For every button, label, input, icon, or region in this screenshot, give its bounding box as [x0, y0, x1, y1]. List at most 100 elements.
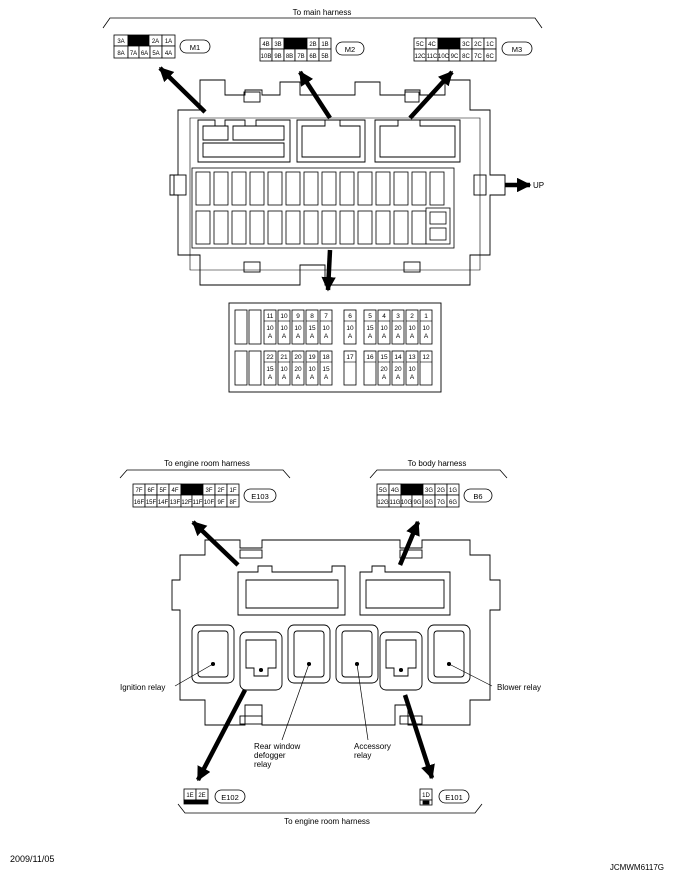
- fuse-rating: 15: [322, 366, 330, 373]
- fuse-unit: A: [382, 374, 387, 381]
- fuse-slot: [305, 350, 319, 386]
- date-stamp: 2009/11/05: [10, 854, 54, 864]
- pin-label: 6C: [486, 54, 494, 60]
- fuse-unit: A: [396, 374, 401, 381]
- blower-relay-label: Blower relay: [497, 683, 541, 692]
- pin-label: 13F: [170, 500, 181, 506]
- fuse-unit: A: [282, 374, 287, 381]
- pin-label: 12G: [377, 500, 389, 506]
- fuse-rating: 15: [266, 366, 274, 373]
- fuse-slot: [291, 350, 305, 386]
- top-section: To main harness 3A 2A 1A 8A 7A 6A 5A 4A …: [102, 8, 544, 393]
- pin-label: 5F: [159, 488, 166, 494]
- fuse-unit: A: [410, 374, 415, 381]
- connector-b6-name: B6: [473, 492, 482, 501]
- pin-label: 3G: [425, 488, 433, 494]
- pin-label: 11G: [390, 500, 401, 506]
- pin-label: 1F: [229, 488, 236, 494]
- pin-label: 16F: [134, 500, 145, 506]
- fuse-slot: [363, 350, 377, 386]
- bottom-section: To engine room harness To body harness 7…: [119, 459, 541, 826]
- fuse-rating: 10: [280, 325, 288, 332]
- pin-label: 5C: [416, 42, 424, 48]
- pin-label: 12C: [414, 54, 426, 60]
- connector-b6: 5G 4G 3G 2G 1G 12G 11G 10G 9G 8G 7G 6G B…: [376, 483, 493, 508]
- pin-label: 6F: [147, 488, 154, 494]
- fuse-rating: 15: [308, 325, 316, 332]
- fuse-rating: 10: [280, 366, 288, 373]
- relays: [191, 624, 471, 691]
- pin-label: 2B: [309, 42, 316, 48]
- pin-label: 3C: [462, 42, 470, 48]
- pin-label: 1E: [186, 793, 193, 799]
- arrow-to-b6: [397, 520, 421, 566]
- pin-label: 4A: [165, 51, 172, 57]
- connector-e101: 1D E101: [419, 788, 470, 806]
- body-harness-bracket: [369, 469, 508, 479]
- fuse-rating: 10: [294, 325, 302, 332]
- pin-label: 6A: [141, 51, 148, 57]
- fuse-slot: [263, 350, 277, 386]
- fuse-unit: A: [268, 333, 273, 340]
- fuse-rating: 10: [380, 325, 388, 332]
- pin-label: 4C: [428, 42, 436, 48]
- pin-label: 7G: [437, 500, 445, 506]
- rear-defogger-relay-label-1: Rear window: [254, 742, 300, 751]
- fuse-unit: A: [268, 374, 273, 381]
- fuse-slot: [405, 309, 419, 345]
- connector-m3: 5C 4C 3C 2C 1C 12C 11C 10C 9C 8C 7C 6C M…: [413, 37, 533, 62]
- pin-label: 8G: [425, 500, 433, 506]
- body-harness-label: To body harness: [408, 459, 467, 468]
- fuse-slot: [319, 350, 333, 386]
- fuse-unit: A: [410, 333, 415, 340]
- pin-label: 2G: [437, 488, 445, 494]
- pin-label: 3B: [274, 42, 281, 48]
- fuse-number: 6: [348, 313, 352, 320]
- up-label: UP: [533, 181, 544, 190]
- connector-m2-black-cell: [283, 37, 308, 50]
- pin-label: 2E: [198, 793, 205, 799]
- pin-label: 14F: [158, 500, 169, 506]
- fuse-slot: [405, 350, 419, 386]
- pin-label: 2F: [217, 488, 224, 494]
- fuse-number: 11: [267, 313, 274, 320]
- fuse-unit: A: [396, 333, 401, 340]
- fuse-slot: [419, 309, 433, 345]
- pin-label: 10F: [204, 500, 215, 506]
- arrow-to-m2: [298, 70, 332, 120]
- top-connector-sockets: [197, 119, 461, 163]
- arrow-to-e103: [191, 520, 240, 567]
- fuse-number: 17: [346, 354, 354, 361]
- fuse-rating: 10: [408, 325, 416, 332]
- fuse-slot: [391, 309, 405, 345]
- fuse-slot: [277, 309, 291, 345]
- pin-label: 9C: [451, 54, 459, 60]
- fuse-number: 7: [324, 313, 328, 320]
- fuse-number: 2: [410, 313, 414, 320]
- fuse-unit: A: [282, 333, 287, 340]
- connector-m1: 3A 2A 1A 8A 7A 6A 5A 4A M1: [113, 34, 211, 59]
- fuse-unit: A: [310, 374, 315, 381]
- accessory-relay-label-1: Accessory: [354, 742, 391, 751]
- fuse-slot: [319, 309, 333, 345]
- fuse-rating: 15: [366, 325, 374, 332]
- fuse-rating: 10: [346, 325, 354, 332]
- connector-m2: 4B 3B 2B 1B 10B 9B 8B 7B 6B 5B M2: [259, 37, 365, 62]
- fuse-slot: [277, 350, 291, 386]
- fuse-slot: [263, 309, 277, 345]
- pin-label: 6B: [309, 54, 316, 60]
- fuse-number: 18: [322, 354, 330, 361]
- fuse-unit: A: [424, 333, 429, 340]
- fuse-number: 1: [424, 313, 428, 320]
- pin-label: 2A: [152, 39, 159, 45]
- connector-e102-name: E102: [221, 793, 239, 802]
- arrow-to-e101: [402, 694, 435, 780]
- pin-label: 11F: [193, 500, 203, 506]
- fuse-slot: [305, 309, 319, 345]
- engine-room-bracket-left: [119, 469, 291, 479]
- fuse-unit: A: [296, 333, 301, 340]
- fuse-number: 9: [296, 313, 300, 320]
- fuse-slot: [377, 309, 391, 345]
- pin-label: 1B: [321, 42, 328, 48]
- pin-label: 10C: [438, 54, 450, 60]
